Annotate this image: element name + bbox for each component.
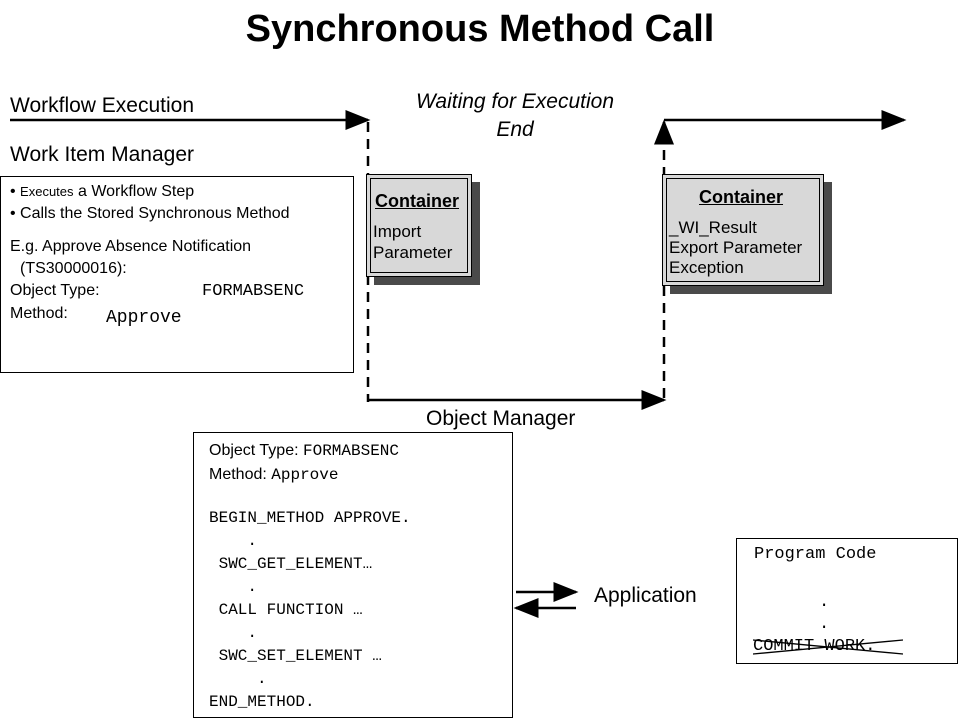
container-right: Container _WI_Result Export Parameter Ex… <box>662 174 834 296</box>
card-face: Container _WI_Result Export Parameter Ex… <box>662 174 824 286</box>
code-line: SWC_SET_ELEMENT … <box>209 647 382 665</box>
bullet-calls: • Calls the Stored Synchronous Method <box>10 205 290 222</box>
commit-work-period: . <box>865 637 876 656</box>
om-code-block: BEGIN_METHOD APPROVE. . SWC_GET_ELEMENT…… <box>209 507 512 714</box>
code-line: . <box>209 578 258 596</box>
method-row: Method: Approve <box>10 303 353 328</box>
om-method-label: Method: <box>209 466 272 483</box>
application-label: Application <box>594 584 697 607</box>
om-object-type-row: Object Type: FORMABSENC <box>209 439 512 463</box>
container-right-line-2: Export Parameter <box>669 238 803 257</box>
code-line: BEGIN_METHOD APPROVE. <box>209 509 411 527</box>
card-inner-border <box>370 178 468 273</box>
work-item-manager-label: Work Item Manager <box>10 143 195 166</box>
calls-method-text: Calls the Stored Synchronous Method <box>20 205 290 222</box>
code-line: . <box>209 670 267 688</box>
object-type-label: Object Type: <box>10 282 100 299</box>
om-method-row: Method: Approve <box>209 463 512 487</box>
code-line: . <box>209 624 258 642</box>
program-code-box: Program Code . . COMMIT WORK . <box>736 538 958 664</box>
container-right-line-1: _WI_Result <box>669 218 757 237</box>
container-left-title: Container <box>375 191 460 211</box>
code-line: END_METHOD. <box>209 693 315 711</box>
om-object-type-value: FORMABSENC <box>302 442 399 460</box>
container-left: Container Import Parameter <box>366 174 482 286</box>
waiting-line-1: Waiting for Execution <box>415 90 615 113</box>
code-line: CALL FUNCTION … <box>209 601 363 619</box>
example-line-1: E.g. Approve Absence Notification <box>10 238 252 255</box>
waiting-line-2: End <box>496 118 534 141</box>
example-line-2: (TS30000016): <box>20 260 127 277</box>
commit-work-row: COMMIT WORK . <box>753 637 903 656</box>
container-left-line-2: Parameter <box>373 243 453 262</box>
strike-cross <box>753 639 903 655</box>
workflow-step-text: a Workflow Step <box>73 183 195 200</box>
om-method-value: Approve <box>271 466 339 484</box>
container-right-line-3: Exception <box>669 258 744 277</box>
card-inner-border <box>666 178 820 282</box>
object-manager-label: Object Manager <box>426 407 576 430</box>
method-label: Method: <box>10 305 68 322</box>
method-value: Approve <box>106 308 182 328</box>
object-type-row: Object Type: FORMABSENC <box>10 280 353 303</box>
executes-text: Executes <box>20 184 74 199</box>
waiting-label: Waiting for Execution End <box>380 88 650 144</box>
container-left-line-1: Import <box>373 222 422 241</box>
program-dot-1: . <box>819 593 830 612</box>
object-type-value: FORMABSENC <box>202 282 305 301</box>
program-code-title: Program Code <box>754 545 877 564</box>
commit-work-struck: COMMIT WORK <box>753 637 903 656</box>
code-line: . <box>209 532 258 550</box>
bullet-executes: • Executes a Workflow Step <box>10 183 195 200</box>
object-manager-box: Object Type: FORMABSENC Method: Approve … <box>193 432 513 718</box>
card-face: Container Import Parameter <box>366 174 472 277</box>
program-dot-2: . <box>819 615 830 634</box>
container-right-title: Container <box>699 187 784 207</box>
workflow-execution-label: Workflow Execution <box>10 94 195 117</box>
code-line: SWC_GET_ELEMENT… <box>209 555 373 573</box>
work-item-box: • Executes a Workflow Step • Calls the S… <box>0 176 354 373</box>
om-object-type-label: Object Type: <box>209 442 303 459</box>
page-title: Synchronous Method Call <box>245 8 715 50</box>
